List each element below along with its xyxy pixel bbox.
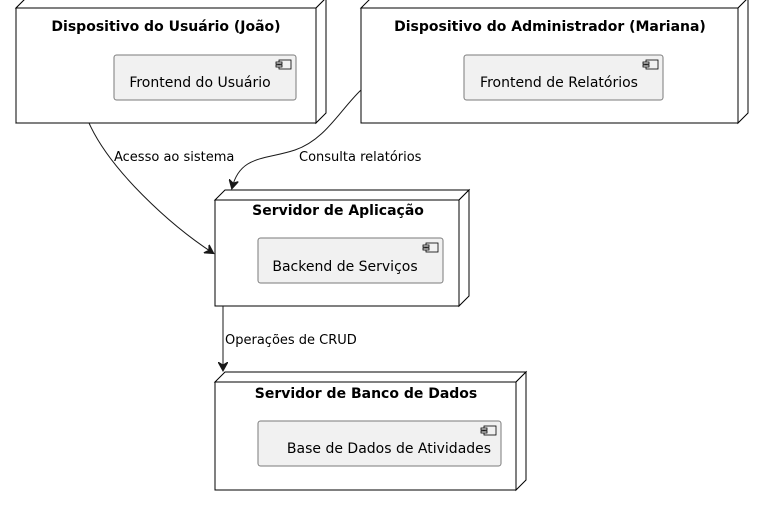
edge-user-to-app: Acesso ao sistema <box>88 122 234 253</box>
component-icon <box>642 59 659 70</box>
node-user-device[interactable]: Dispositivo do Usuário (João) Frontend d… <box>14 0 327 125</box>
edge-app-to-db: Operações de CRUD <box>223 306 357 370</box>
component-frontend-usuario[interactable]: Frontend do Usuário <box>113 54 297 101</box>
node-title-user-device: Dispositivo do Usuário (João) <box>51 19 280 35</box>
component-frontend-relatorios[interactable]: Frontend de Relatórios <box>463 54 664 101</box>
edge-label: Acesso ao sistema <box>114 150 234 165</box>
component-backend-servicos[interactable]: Backend de Serviços <box>257 237 444 284</box>
node-title-admin-device: Dispositivo do Administrador (Mariana) <box>394 19 706 35</box>
component-label: Base de Dados de Atividades <box>287 441 491 457</box>
component-label: Backend de Serviços <box>272 259 417 275</box>
edge-label: Consulta relatórios <box>299 150 422 165</box>
component-icon <box>480 425 497 436</box>
node-db-server[interactable]: Servidor de Banco de Dados Base de Dados… <box>213 370 528 492</box>
node-app-server[interactable]: Servidor de Aplicação Backend de Serviço… <box>213 188 471 308</box>
component-label: Frontend do Usuário <box>129 75 270 91</box>
node-admin-device[interactable]: Dispositivo do Administrador (Mariana) F… <box>359 0 749 125</box>
component-icon <box>422 242 439 253</box>
component-icon <box>275 59 292 70</box>
edge-label: Operações de CRUD <box>225 333 357 348</box>
component-base-dados-atividades[interactable]: Base de Dados de Atividades <box>257 420 502 467</box>
node-title-app-server: Servidor de Aplicação <box>252 203 424 219</box>
component-label: Frontend de Relatórios <box>480 75 638 91</box>
edge-admin-to-app: Consulta relatórios <box>232 89 422 188</box>
node-title-db-server: Servidor de Banco de Dados <box>255 386 478 402</box>
